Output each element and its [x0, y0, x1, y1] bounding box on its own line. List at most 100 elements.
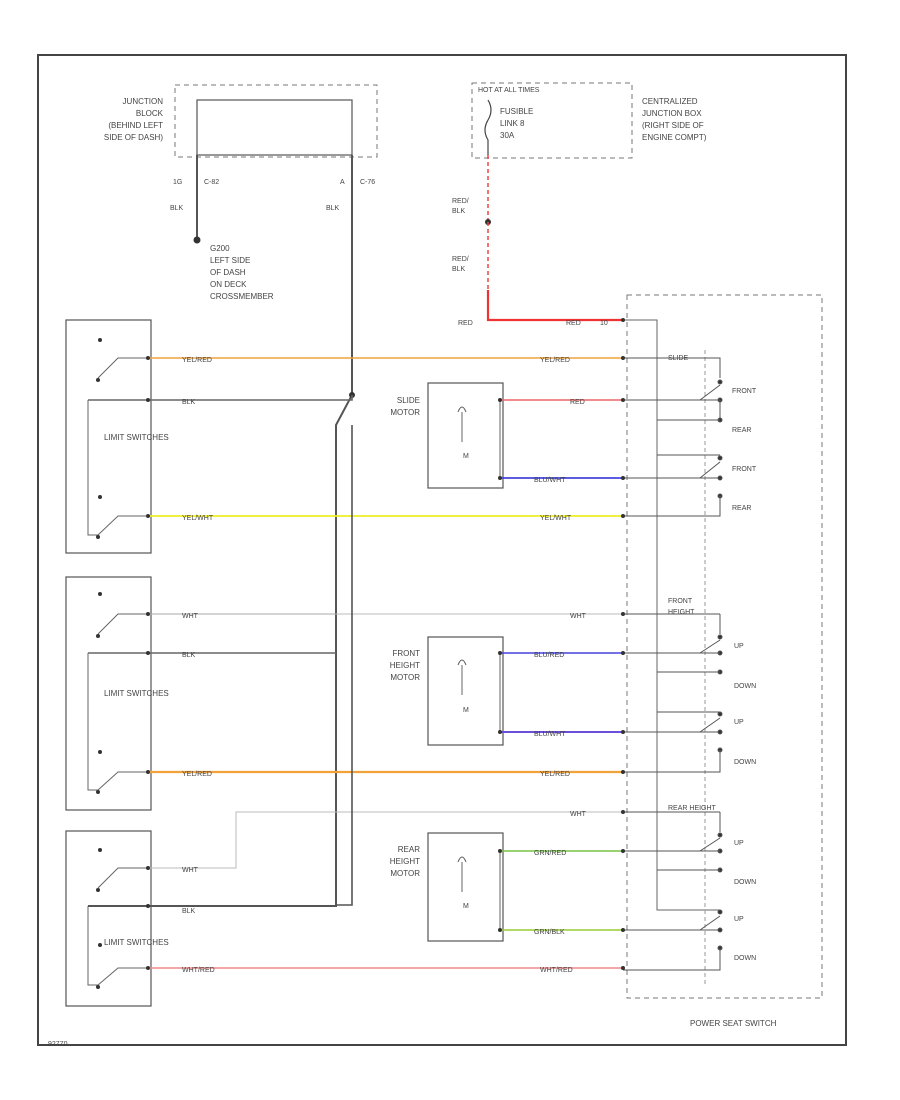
blk-feed-wire: [335, 155, 353, 905]
wire-label-red-blk-2b: BLK: [452, 266, 466, 273]
junction-block-line-3: (BEHIND LEFT: [108, 121, 163, 130]
slide-motor-mark: M: [463, 453, 469, 460]
label-front-2: FRONT: [732, 466, 757, 473]
rear-height-motor-mark: M: [463, 903, 469, 910]
wl-wht-1b: WHT: [570, 613, 587, 620]
limit-switch-3-label: LIMIT SWITCHES: [104, 938, 169, 947]
switch-pin-dots: [146, 318, 625, 970]
rear-height-motor-label-2: HEIGHT: [390, 857, 420, 866]
ground-point-dot: [193, 236, 201, 244]
fuse-line-2: LINK 8: [500, 119, 525, 128]
slide-motor-label-1: SLIDE: [397, 396, 420, 405]
connector-left-name: C-82: [204, 179, 219, 186]
junction-block-inner: [196, 99, 353, 156]
wire-label-blk-right: BLK: [326, 205, 340, 212]
wl-grn-red: GRN/RED: [534, 850, 566, 857]
wire-label-blk-left: BLK: [170, 205, 184, 212]
wl-wht-red-b: WHT/RED: [540, 967, 573, 974]
wl-yel-wht-a: YEL/WHT: [182, 515, 214, 522]
wl-grn-blk: GRN/BLK: [534, 929, 565, 936]
label-down-4: DOWN: [734, 955, 756, 962]
slide-motor: [427, 382, 504, 489]
wht-wire-2: [148, 811, 623, 869]
junction-block: [174, 84, 378, 158]
front-height-motor-label-3: MOTOR: [390, 673, 420, 682]
rear-height-motor: [427, 832, 504, 942]
wl-wht-red-a: WHT/RED: [182, 967, 215, 974]
wl-yel-red-2b: YEL/RED: [540, 771, 570, 778]
fuse-box: [471, 82, 633, 159]
wire-label-red-left: RED: [458, 320, 473, 327]
blk-wire-1: [88, 395, 353, 401]
fuse-title: HOT AT ALL TIMES: [478, 87, 540, 94]
label-front-1: FRONT: [732, 388, 757, 395]
fuse-line-1: FUSIBLE: [500, 107, 533, 116]
fusible-link-icon: [484, 99, 492, 155]
label-up-4: UP: [734, 916, 744, 923]
label-up-1: UP: [734, 643, 744, 650]
cjb-line-1: CENTRALIZED: [642, 97, 698, 106]
label-down-2: DOWN: [734, 759, 756, 766]
wl-wht-1a: WHT: [182, 613, 199, 620]
power-seat-switch: [626, 294, 823, 999]
wl-wht-2b: WHT: [570, 811, 587, 818]
diagram-frame: [37, 54, 847, 1046]
switch-bus-wire: [623, 319, 720, 911]
wl-red-slide: RED: [570, 399, 585, 406]
switch-contacts: [623, 357, 723, 971]
label-rear-2: REAR: [732, 505, 751, 512]
wire-label-red-blk-2a: RED/: [452, 256, 469, 263]
cjb-line-4: ENGINE COMPT): [642, 133, 707, 142]
wl-blu-wht-2: BLU/WHT: [534, 731, 566, 738]
label-front-height-1: FRONT: [668, 598, 693, 605]
ground-line-4: ON DECK: [210, 280, 247, 289]
rear-height-motor-label-3: MOTOR: [390, 869, 420, 878]
ground-line-2: LEFT SIDE: [210, 256, 250, 265]
wl-wht-2a: WHT: [182, 867, 199, 874]
wl-blk-1: BLK: [182, 399, 196, 406]
wire-label-red-blk-1b: BLK: [452, 208, 466, 215]
limit-switch-3: [65, 830, 152, 1007]
junction-block-line-1: JUNCTION: [123, 97, 164, 106]
connector-right-pin: A: [340, 179, 345, 186]
diagram-id: 92770: [48, 1041, 68, 1048]
ground-line-3: OF DASH: [210, 268, 246, 277]
ground-line-5: CROSSMEMBER: [210, 292, 274, 301]
front-height-motor: [427, 636, 504, 746]
wire-label-red-blk-1a: RED/: [452, 198, 469, 205]
wl-yel-red-2a: YEL/RED: [182, 771, 212, 778]
rear-height-motor-label-1: REAR: [398, 845, 420, 854]
slide-motor-label-2: MOTOR: [390, 408, 420, 417]
limit-switch-2-label: LIMIT SWITCHES: [104, 689, 169, 698]
wl-yel-wht-b: YEL/WHT: [540, 515, 572, 522]
cjb-line-3: (RIGHT SIDE OF: [642, 121, 704, 130]
label-up-2: UP: [734, 719, 744, 726]
label-rear-height: REAR HEIGHT: [668, 805, 717, 812]
wl-blk-3: BLK: [182, 908, 196, 915]
junction-block-line-2: BLOCK: [136, 109, 164, 118]
blk-wire-3: [88, 905, 337, 907]
label-front-height-2: HEIGHT: [668, 609, 695, 616]
ground-line-1: G200: [210, 244, 230, 253]
label-down-1: DOWN: [734, 683, 756, 690]
front-height-motor-label-2: HEIGHT: [390, 661, 420, 670]
wl-yel-red-1b: YEL/RED: [540, 357, 570, 364]
limit-switch-2: [65, 576, 152, 811]
label-rear-1: REAR: [732, 427, 751, 434]
blk-return-wire: [336, 425, 353, 906]
wl-blk-2: BLK: [182, 652, 196, 659]
wl-blu-red: BLU/RED: [534, 652, 564, 659]
connector-right-name: C-76: [360, 179, 375, 186]
fuse-line-3: 30A: [500, 131, 515, 140]
front-height-motor-label-1: FRONT: [392, 649, 420, 658]
label-down-3: DOWN: [734, 879, 756, 886]
wl-yel-red-1a: YEL/RED: [182, 357, 212, 364]
power-seat-switch-label: POWER SEAT SWITCH: [690, 1019, 777, 1028]
limit-switch-1-label: LIMIT SWITCHES: [104, 433, 169, 442]
cjb-line-2: JUNCTION BOX: [642, 109, 702, 118]
wl-blu-wht-1: BLU/WHT: [534, 477, 566, 484]
junction-block-line-4: SIDE OF DASH): [104, 133, 163, 142]
front-height-motor-mark: M: [463, 707, 469, 714]
red-wire: [486, 290, 623, 322]
